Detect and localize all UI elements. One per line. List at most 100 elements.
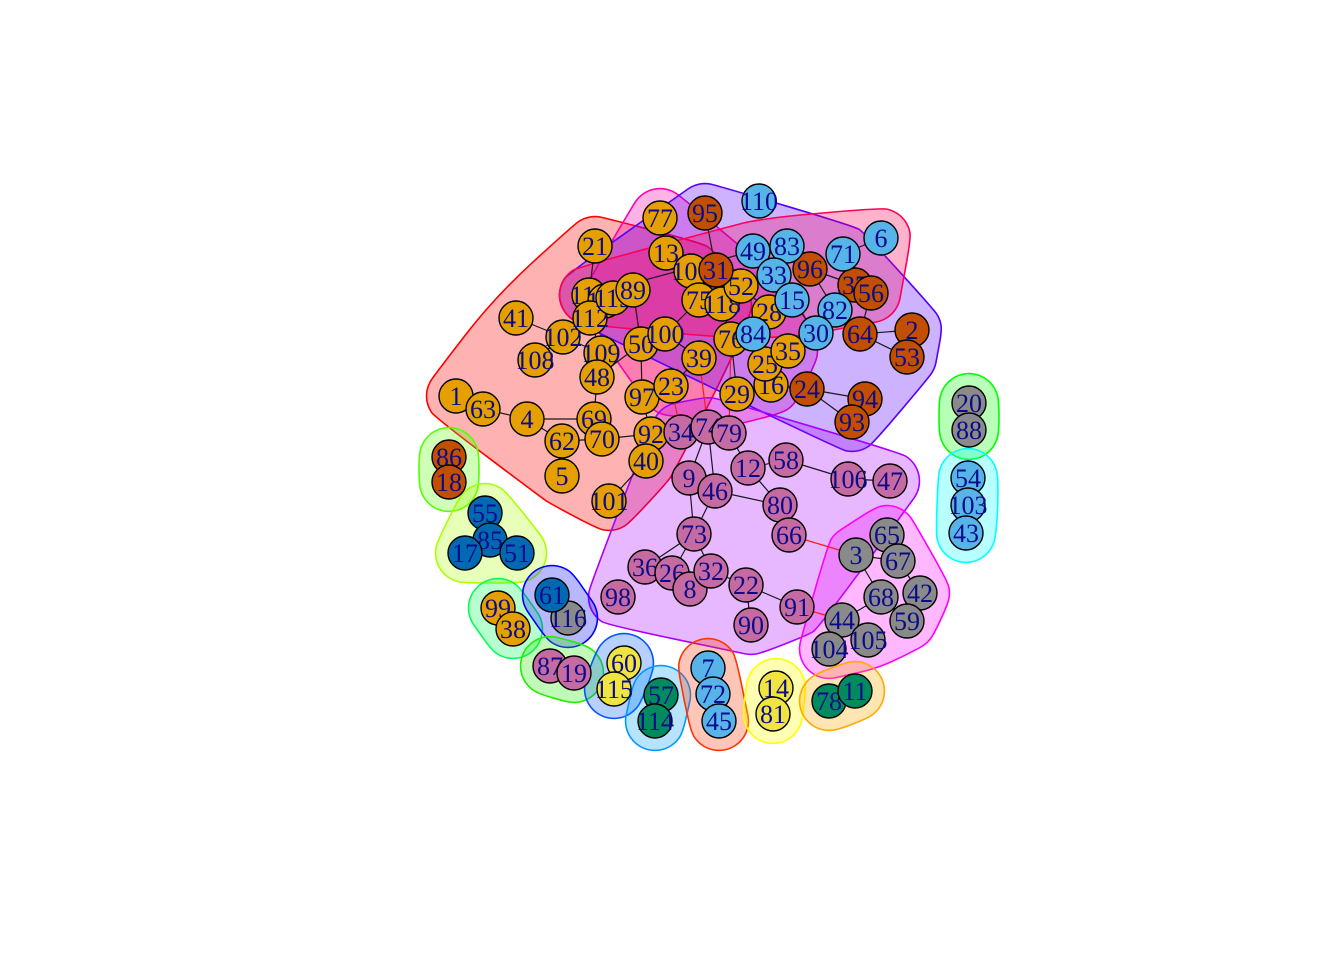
vertex-label: 66 [776, 521, 802, 550]
vertex-circle [615, 272, 651, 308]
vertex-circle [465, 391, 501, 427]
vertex-circle [534, 577, 570, 613]
vertex-88: 88 [951, 412, 987, 448]
vertex-label: 6 [875, 224, 888, 253]
vertex-circle [642, 200, 678, 236]
vertex-label: 80 [767, 491, 793, 520]
vertex-95: 95 [687, 195, 723, 231]
vertex-label: 24 [794, 375, 820, 404]
vertex-circle [770, 333, 806, 369]
vertex-label: 39 [686, 344, 712, 373]
vertex-89: 89 [615, 272, 651, 308]
vertex-circle [889, 339, 925, 375]
vertex-label: 68 [868, 583, 894, 612]
vertex-circle [701, 703, 737, 739]
vertex-11: 11 [837, 673, 873, 709]
vertex-43: 43 [948, 515, 984, 551]
vertex-circle [755, 696, 791, 732]
vertex-label: 88 [956, 416, 982, 445]
vertex-circle [948, 515, 984, 551]
vertex-label: 47 [877, 467, 903, 496]
vertex-circle [951, 412, 987, 448]
vertex-label: 70 [589, 425, 615, 454]
vertex-label: 73 [681, 520, 707, 549]
vertex-circle [825, 236, 861, 272]
vertex-45: 45 [701, 703, 737, 739]
vertex-51: 51 [499, 535, 535, 571]
vertex-label: 43 [953, 519, 979, 548]
vertex-label: 17 [452, 539, 478, 568]
vertex-91: 91 [779, 589, 815, 625]
vertex-circle [779, 589, 815, 625]
vertex-46: 46 [697, 473, 733, 509]
vertex-circle [648, 235, 684, 271]
vertex-22: 22 [728, 567, 764, 603]
vertex-label: 52 [728, 272, 754, 301]
vertex-label: 41 [503, 304, 529, 333]
vertex-label: 29 [724, 380, 750, 409]
vertex-label: 22 [733, 571, 759, 600]
vertex-12: 12 [730, 450, 766, 486]
vertex-label: 8 [684, 575, 697, 604]
vertex-circle [693, 553, 729, 589]
vertex-circle [842, 316, 878, 352]
vertex-circle [863, 579, 899, 615]
vertex-circle [768, 442, 804, 478]
vertex-label: 23 [658, 372, 684, 401]
vertex-circle [798, 315, 834, 351]
vertex-18: 18 [431, 464, 467, 500]
vertex-59: 59 [889, 603, 925, 639]
vertex-circle [853, 275, 889, 311]
vertex-circle [811, 631, 847, 667]
vertex-circle [817, 292, 853, 328]
vertex-label: 21 [582, 232, 608, 261]
vertex-80: 80 [762, 487, 798, 523]
vertex-label: 11 [842, 677, 867, 706]
vertex-label: 98 [605, 583, 631, 612]
vertex-115: 115 [595, 671, 633, 707]
vertex-circle [719, 376, 755, 412]
vertex-81: 81 [755, 696, 791, 732]
vertex-label: 84 [740, 320, 766, 349]
vertex-label: 34 [668, 418, 694, 447]
vertex-circle [637, 703, 673, 739]
vertex-56: 56 [853, 275, 889, 311]
vertex-66: 66 [771, 517, 807, 553]
vertex-label: 90 [738, 611, 764, 640]
vertex-48: 48 [579, 359, 615, 395]
vertex-106: 106 [829, 461, 868, 497]
vertex-58: 58 [768, 442, 804, 478]
vertex-35: 35 [770, 333, 806, 369]
vertex-73: 73 [676, 516, 712, 552]
vertex-circle [698, 252, 734, 288]
vertex-label: 95 [692, 199, 718, 228]
vertex-1: 1 [438, 378, 474, 414]
vertex-circle [591, 483, 627, 519]
vertex-label: 42 [907, 579, 933, 608]
vertex-circle [544, 458, 580, 494]
vertex-circle [584, 421, 620, 457]
vertex-40: 40 [628, 443, 664, 479]
vertex-label: 77 [647, 204, 673, 233]
vertex-label: 46 [702, 477, 728, 506]
vertex-62: 62 [544, 423, 580, 459]
vertex-circle [735, 233, 771, 269]
vertex-circle [834, 404, 870, 440]
vertex-34: 34 [663, 414, 699, 450]
vertex-41: 41 [498, 300, 534, 336]
vertex-label: 7 [702, 654, 715, 683]
vertex-label: 40 [633, 447, 659, 476]
vertex-circle [837, 673, 873, 709]
vertex-circle [889, 603, 925, 639]
vertex-52: 52 [723, 268, 759, 304]
vertex-circle [676, 516, 712, 552]
vertex-circle [544, 423, 580, 459]
vertex-15: 15 [774, 282, 810, 318]
vertex-79: 79 [711, 415, 747, 451]
vertex-circle [830, 461, 866, 497]
vertex-label: 71 [830, 240, 856, 269]
vertex-90: 90 [733, 607, 769, 643]
vertex-circle [735, 316, 771, 352]
vertex-label: 97 [629, 383, 655, 412]
